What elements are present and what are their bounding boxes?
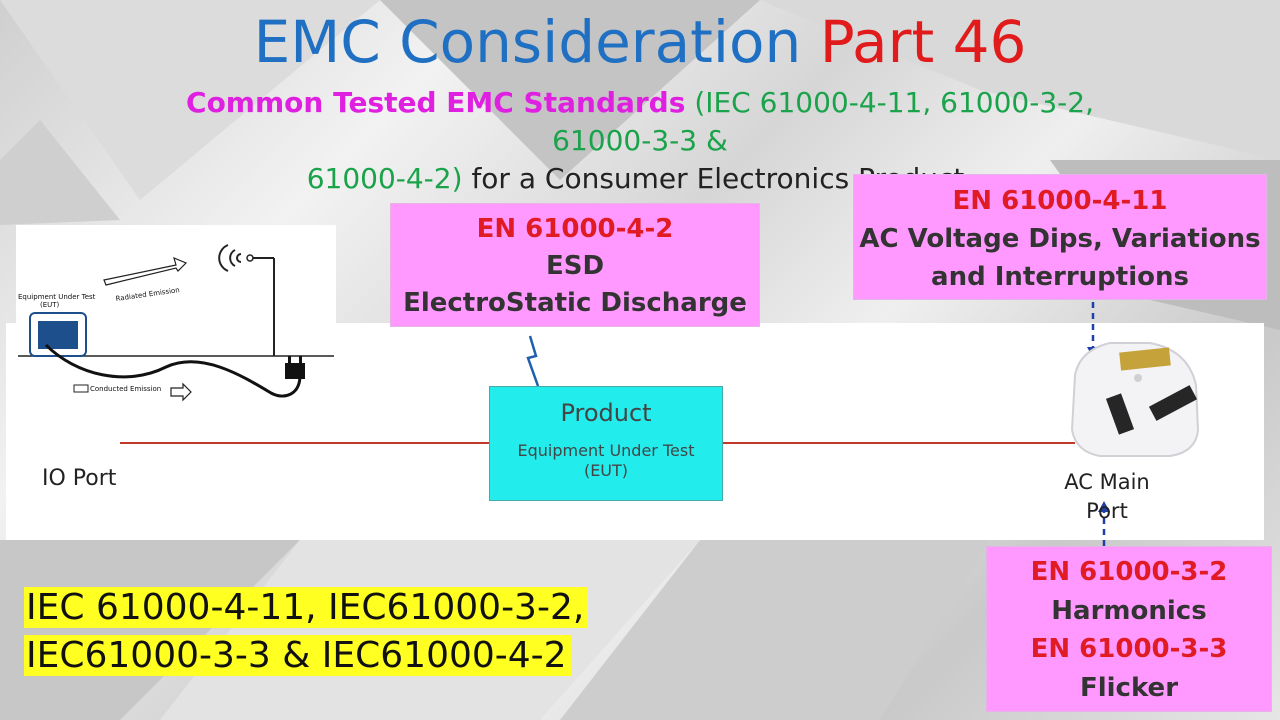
io-port-label: IO Port <box>42 466 117 491</box>
summary-line2: IEC61000-3-3 & IEC61000-4-2 <box>24 635 571 676</box>
conducted-label: Conducted Emission <box>90 385 161 393</box>
subtitle-standards-list-close: 61000-4-2) <box>306 162 463 195</box>
radiated-arrow-icon <box>103 256 188 286</box>
page-title: EMC Consideration Part 46 <box>0 8 1280 76</box>
page-subtitle: Common Tested EMC Standards (IEC 61000-4… <box>150 84 1130 198</box>
dips-code: EN 61000-4-11 <box>952 186 1168 216</box>
emission-inset: Equipment Under Test (EUT) Radiated Emis… <box>16 225 336 411</box>
product-line1: Equipment Under Test <box>517 441 695 460</box>
esd-standard-box: EN 61000-4-2 ESD ElectroStatic Discharge <box>390 203 760 327</box>
dips-standard-box: EN 61000-4-11 AC Voltage Dips, Variation… <box>853 174 1267 300</box>
subtitle-standards-list-open: (IEC 61000-4-11, 61000-3-2, 61000-3-3 & <box>552 86 1094 157</box>
flicker-name: Flicker <box>1079 672 1179 703</box>
esd-name: ESD <box>545 251 605 281</box>
plug-icon <box>285 363 305 379</box>
flicker-code: EN 61000-3-3 <box>1030 634 1228 664</box>
dips-line2: and Interruptions <box>931 262 1189 292</box>
ac-port-line1: AC Main <box>1064 470 1150 494</box>
summary-line1: IEC 61000-4-11, IEC61000-3-2, <box>24 587 589 628</box>
emission-illustration: Equipment Under Test (EUT) Radiated Emis… <box>18 244 334 402</box>
harmonics-flicker-box: EN 61000-3-2 Harmonics EN 61000-3-3 Flic… <box>986 546 1272 712</box>
standards-summary: IEC 61000-4-11, IEC61000-3-2, IEC61000-3… <box>24 584 589 680</box>
product-title: Product <box>560 399 652 427</box>
title-main: EMC Consideration <box>253 8 802 76</box>
product-line2: (EUT) <box>583 461 629 480</box>
dips-line1: AC Voltage Dips, Variations <box>859 224 1261 254</box>
ac-port-line2: Port <box>1086 499 1128 523</box>
power-cable <box>44 343 302 398</box>
esd-description: ElectroStatic Discharge <box>403 288 747 318</box>
product-eut-box: Product Equipment Under Test (EUT) <box>489 386 723 501</box>
eut-label-line1: Equipment Under Test <box>18 293 96 301</box>
esd-code: EN 61000-4-2 <box>476 214 674 244</box>
title-part: Part 46 <box>819 8 1027 76</box>
eut-label-line2: (EUT) <box>40 301 60 309</box>
ac-main-port-label: AC Main Port <box>1062 468 1152 526</box>
radiated-label: Radiated Emission <box>115 286 180 303</box>
harmonics-code: EN 61000-3-2 <box>1030 557 1228 587</box>
harmonics-name: Harmonics <box>1051 595 1207 626</box>
antenna-wave-icon <box>218 244 229 272</box>
subtitle-standards-label: Common Tested EMC Standards <box>186 86 686 119</box>
conducted-arrow-icon <box>170 382 192 402</box>
